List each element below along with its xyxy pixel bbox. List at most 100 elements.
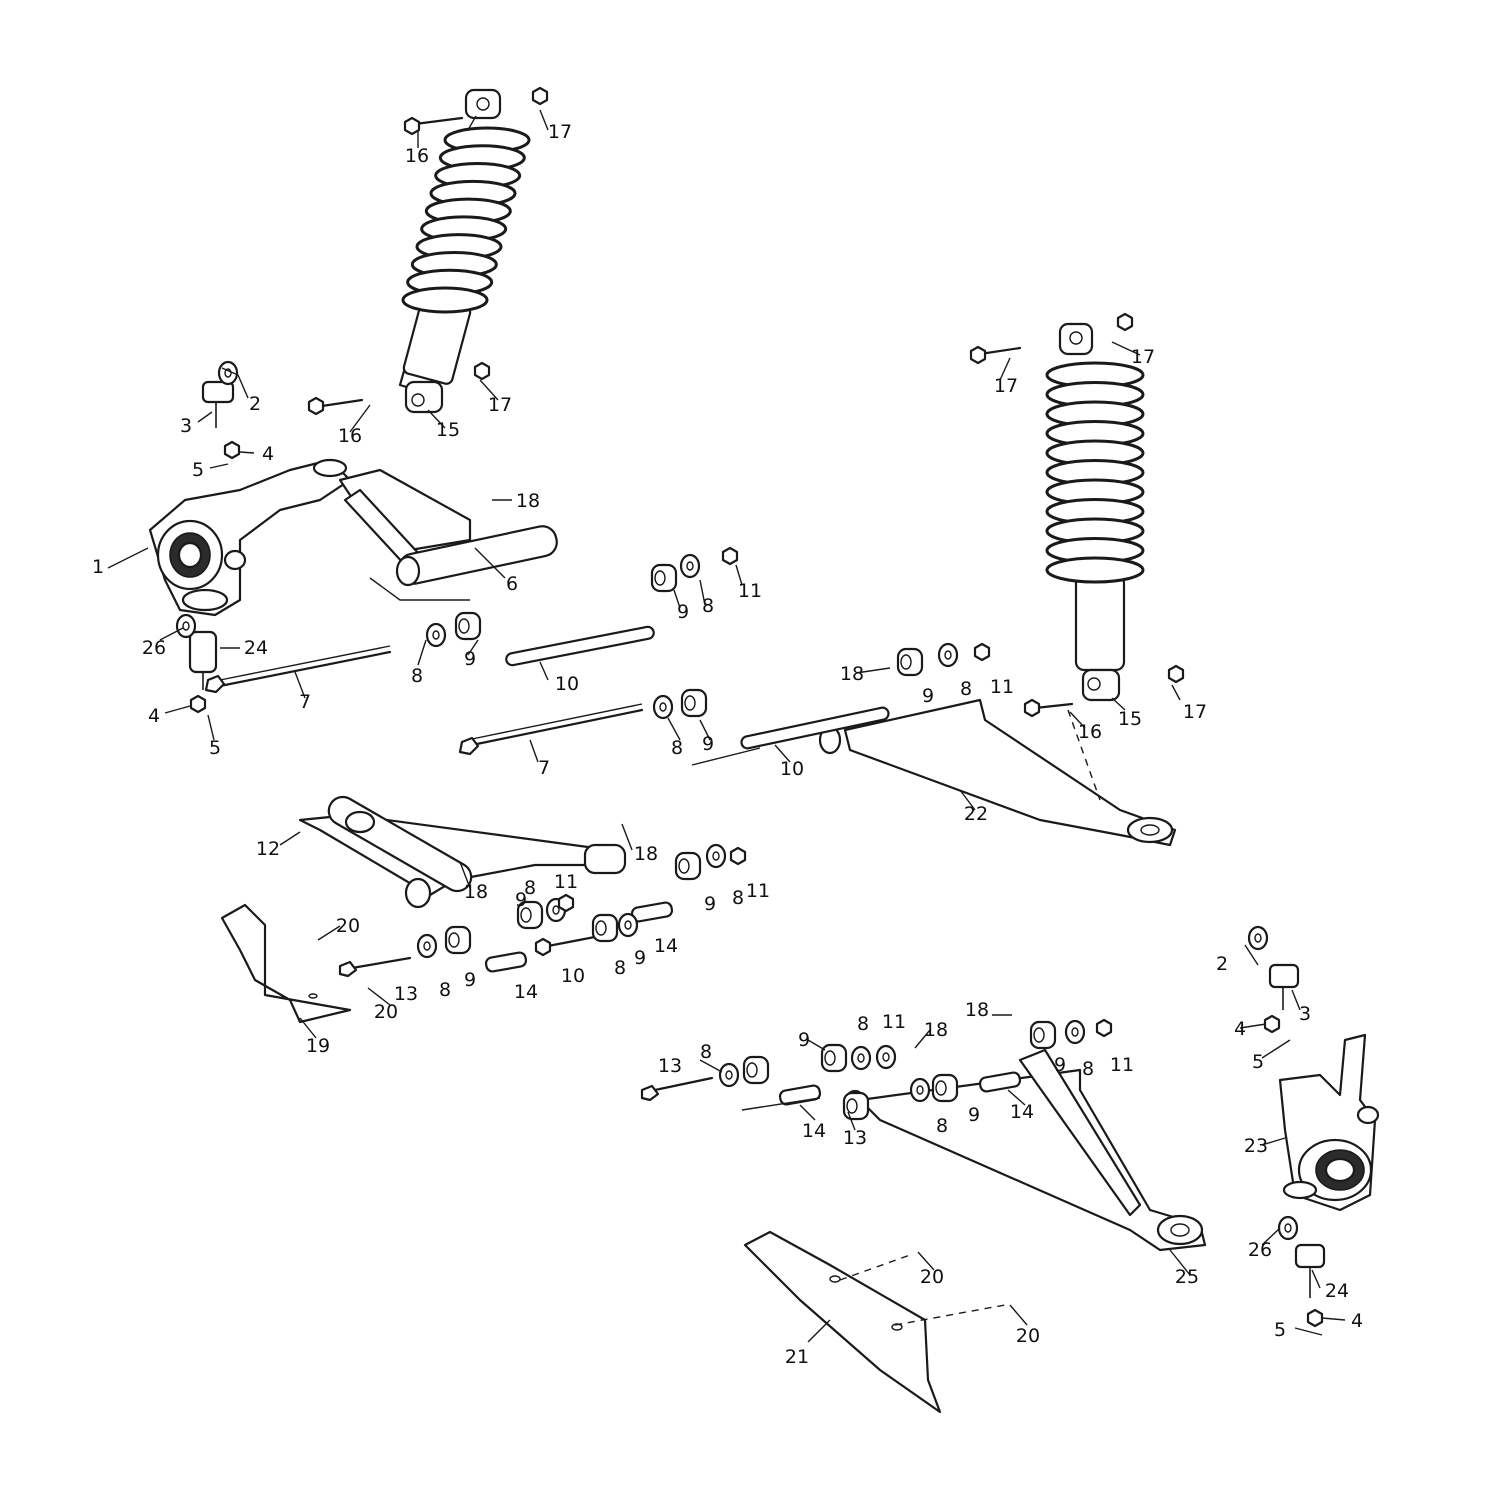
callout-number: 17 <box>548 121 572 143</box>
washer <box>1064 1019 1086 1045</box>
callout-number: 9 <box>922 685 934 707</box>
nut <box>1023 698 1041 718</box>
washer <box>175 613 197 639</box>
callout-number: 14 <box>654 935 678 957</box>
nut <box>1095 1018 1113 1038</box>
callout-number: 10 <box>780 758 804 780</box>
callout-number: 9 <box>968 1104 980 1126</box>
callout-number: 18 <box>965 999 989 1021</box>
callout-number: 5 <box>1274 1319 1286 1341</box>
callout-number: 10 <box>561 965 585 987</box>
left-steering-knuckle <box>148 458 352 617</box>
callout-number: 8 <box>700 1041 712 1063</box>
callout-number: 11 <box>746 880 770 902</box>
callout-number: 26 <box>142 637 166 659</box>
callout-number: 8 <box>960 678 972 700</box>
callout-number: 12 <box>256 838 280 860</box>
nut <box>403 116 421 136</box>
washer <box>850 1045 872 1071</box>
callout-number: 4 <box>1351 1310 1363 1332</box>
callout-number: 20 <box>336 915 360 937</box>
callout-number: 8 <box>936 1115 948 1137</box>
right-shock-absorber <box>1045 322 1145 702</box>
callout-number: 9 <box>677 601 689 623</box>
nut <box>973 642 991 662</box>
washer <box>425 622 447 648</box>
callout-number: 18 <box>464 881 488 903</box>
callout-number: 20 <box>1016 1325 1040 1347</box>
callout-number: 14 <box>802 1120 826 1142</box>
callout-number: 15 <box>1118 708 1142 730</box>
washer <box>705 843 727 869</box>
right-steering-knuckle <box>1278 1033 1380 1212</box>
callout-number: 9 <box>798 1029 810 1051</box>
callout-number: 10 <box>555 673 579 695</box>
nut <box>1306 1308 1324 1328</box>
callout-number: 9 <box>464 648 476 670</box>
callout-number: 16 <box>338 425 362 447</box>
washer <box>1247 925 1269 951</box>
callout-number: 8 <box>702 595 714 617</box>
callout-number: 20 <box>920 1266 944 1288</box>
washer <box>1277 1215 1299 1241</box>
callout-number: 19 <box>306 1035 330 1057</box>
callout-number: 11 <box>882 1011 906 1033</box>
left-skid-plate <box>220 903 352 1024</box>
callout-number: 1 <box>92 556 104 578</box>
callout-number: 8 <box>857 1013 869 1035</box>
callout-number: 9 <box>704 893 716 915</box>
nut <box>1116 312 1134 332</box>
washer <box>652 694 674 720</box>
washer <box>679 553 701 579</box>
callout-number: 3 <box>1299 1003 1311 1025</box>
callout-number: 4 <box>1234 1018 1246 1040</box>
callout-number: 9 <box>634 947 646 969</box>
nut <box>969 345 987 365</box>
nut <box>1167 664 1185 684</box>
callout-number: 24 <box>244 637 268 659</box>
nut <box>721 546 739 566</box>
callout-number: 4 <box>148 705 160 727</box>
callout-number: 5 <box>192 459 204 481</box>
left-upper-a-arm <box>338 468 558 587</box>
nut <box>557 893 575 913</box>
callout-number: 18 <box>840 663 864 685</box>
callout-number: 26 <box>1248 1239 1272 1261</box>
callout-number: 14 <box>514 981 538 1003</box>
nut <box>729 846 747 866</box>
callout-number: 9 <box>1054 1054 1066 1076</box>
nut <box>223 440 241 460</box>
callout-number: 8 <box>411 665 423 687</box>
callout-number: 17 <box>994 375 1018 397</box>
leader-lines <box>107 109 1346 1343</box>
hardware-small-parts <box>175 86 1324 1328</box>
callout-number: 13 <box>658 1055 682 1077</box>
callout-number: 8 <box>524 877 536 899</box>
washer <box>416 933 438 959</box>
callout-number: 11 <box>738 580 762 602</box>
callout-number: 2 <box>1216 953 1228 975</box>
washer <box>718 1062 740 1088</box>
left-shock-absorber <box>398 88 531 414</box>
callout-number: 25 <box>1175 1266 1199 1288</box>
callout-number: 17 <box>488 394 512 416</box>
callout-number: 7 <box>299 691 311 713</box>
left-lower-a-arm <box>298 795 627 909</box>
washer <box>875 1044 897 1070</box>
callout-number: 8 <box>1082 1058 1094 1080</box>
callout-number: 7 <box>538 757 550 779</box>
washer <box>617 912 639 938</box>
callout-number: 8 <box>614 957 626 979</box>
nut <box>189 694 207 714</box>
right-lower-a-arm <box>843 1048 1207 1252</box>
callout-number: 20 <box>374 1001 398 1023</box>
nut <box>473 361 491 381</box>
callout-number: 8 <box>439 979 451 1001</box>
callout-number: 13 <box>394 983 418 1005</box>
washer <box>937 642 959 668</box>
callout-number: 16 <box>405 145 429 167</box>
callout-number: 13 <box>843 1127 867 1149</box>
nut <box>307 396 325 416</box>
